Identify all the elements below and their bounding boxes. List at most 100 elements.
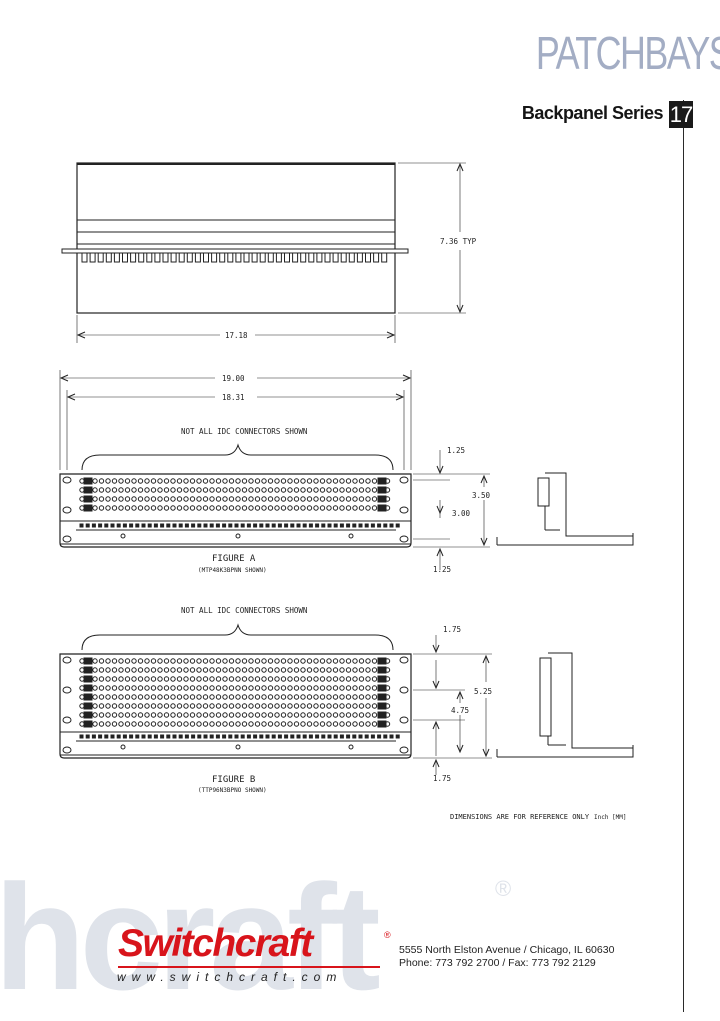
jack-hole	[131, 721, 137, 727]
designation-strip-mark	[141, 734, 146, 739]
jack-hole	[196, 505, 202, 511]
jack-hole	[326, 487, 332, 493]
jack-hole	[150, 712, 157, 718]
jack-hole	[352, 478, 358, 484]
jack-hole	[345, 676, 352, 682]
jack-hole	[183, 496, 189, 502]
jack-hole	[202, 721, 209, 727]
figure-a-model: (MTP48K3BPNN SHOWN)	[198, 567, 267, 574]
jack-hole	[92, 694, 98, 700]
idc-connector-block	[377, 711, 387, 719]
designation-strip-mark	[172, 734, 177, 739]
jack-hole	[235, 676, 241, 682]
jack-hole	[365, 712, 371, 718]
jack-hole	[371, 703, 378, 709]
jack-hole	[267, 721, 274, 727]
jack-hole	[105, 676, 111, 682]
designation-strip-mark	[135, 523, 140, 528]
designation-strip-mark	[160, 523, 165, 528]
jack-hole	[222, 694, 228, 700]
jack-hole	[202, 496, 209, 502]
idc-connector-block	[377, 504, 387, 512]
jack-hole	[352, 487, 358, 493]
jack-hole	[202, 478, 209, 484]
jack-hole	[176, 712, 183, 718]
figure-b-bottom-dim: 1.75	[433, 774, 451, 783]
jack-hole	[274, 667, 280, 673]
jack-hole	[371, 478, 378, 484]
company-phone: Phone: 773 792 2700 / Fax: 773 792 2129	[399, 957, 596, 969]
designation-strip-mark	[395, 734, 400, 739]
jack-hole	[254, 667, 261, 673]
jack-hole	[98, 694, 105, 700]
jack-hole	[209, 721, 215, 727]
idc-connector-block	[83, 675, 93, 683]
jack-hole	[358, 505, 365, 511]
jack-hole	[183, 487, 189, 493]
jack-hole	[124, 496, 131, 502]
jack-hole	[352, 685, 358, 691]
jack-hole	[371, 721, 378, 727]
jack-hole	[300, 694, 306, 700]
jack-hole	[183, 703, 189, 709]
jack-hole	[222, 685, 228, 691]
jack-hole	[111, 487, 118, 493]
jack-hole	[293, 487, 300, 493]
jack-hole	[241, 667, 248, 673]
jack-hole	[313, 667, 319, 673]
designation-strip-mark	[389, 523, 394, 528]
jack-hole	[235, 712, 241, 718]
jack-hole	[137, 676, 144, 682]
jack-hole	[345, 694, 352, 700]
jack-hole	[274, 685, 280, 691]
jack-hole	[137, 712, 144, 718]
top-view-drawing	[61, 162, 466, 343]
jack-hole	[306, 703, 313, 709]
jack-hole	[306, 694, 313, 700]
jack-hole	[209, 658, 215, 664]
figure-a-spacing-dim: 3.00	[452, 509, 471, 518]
designation-strip-mark	[79, 523, 84, 528]
jack-hole	[111, 496, 118, 502]
jack-hole	[300, 487, 306, 493]
jack-hole	[170, 703, 176, 709]
jack-hole	[111, 712, 118, 718]
jack-hole	[371, 694, 378, 700]
designation-strip-mark	[116, 523, 121, 528]
jack-hole	[358, 667, 365, 673]
series-title: Backpanel Series	[521, 103, 664, 123]
jack-hole	[261, 487, 267, 493]
designation-strip-mark	[203, 523, 208, 528]
jack-hole	[287, 478, 293, 484]
jack-hole	[313, 721, 319, 727]
jack-hole	[332, 721, 339, 727]
jack-hole	[248, 658, 254, 664]
jack-hole	[124, 487, 131, 493]
designation-strip-mark	[153, 523, 158, 528]
jack-hole	[339, 721, 345, 727]
jack-hole	[319, 685, 326, 691]
designation-strip-mark	[147, 734, 152, 739]
jack-hole	[365, 667, 371, 673]
jack-hole	[274, 676, 280, 682]
idc-connector-tooth	[292, 252, 299, 263]
idc-connector-block	[377, 666, 387, 674]
jack-hole	[332, 685, 339, 691]
jack-hole	[202, 487, 209, 493]
jack-hole	[352, 667, 358, 673]
designation-strip-mark	[110, 734, 115, 739]
designation-strip-mark	[141, 523, 146, 528]
jack-hole	[209, 685, 215, 691]
jack-hole	[98, 712, 105, 718]
jack-hole	[326, 505, 332, 511]
jack-hole	[261, 694, 267, 700]
jack-hole	[267, 676, 274, 682]
designation-strip-mark	[122, 523, 127, 528]
switchcraft-logo: Switchcraft	[118, 922, 313, 965]
jack-hole	[274, 487, 280, 493]
designation-strip-mark	[104, 523, 109, 528]
designation-strip-mark	[290, 734, 295, 739]
jack-hole	[339, 478, 345, 484]
jack-hole	[163, 721, 170, 727]
designation-strip-mark	[209, 734, 214, 739]
